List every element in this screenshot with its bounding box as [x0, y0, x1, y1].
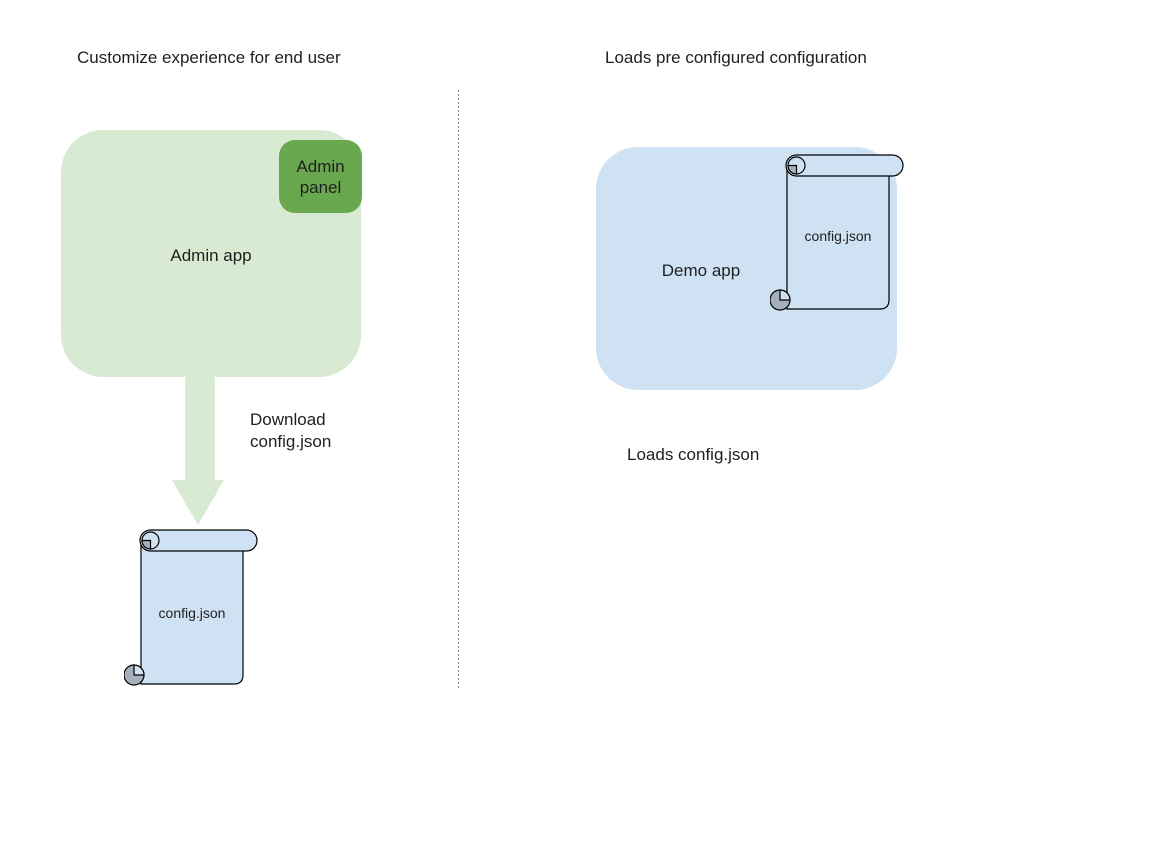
admin-panel-label: Admin panel	[296, 156, 345, 197]
config-file-scroll-icon-left	[124, 529, 258, 686]
admin-app-label: Admin app	[170, 246, 252, 265]
config-file-scroll-icon-right	[770, 154, 904, 311]
loads-config-caption: Loads config.json	[627, 445, 760, 464]
section-divider-dotted-line	[458, 90, 459, 688]
config-file-label-left: config.json	[158, 605, 226, 621]
config-file-label-right: config.json	[804, 228, 872, 244]
left-section-title: Customize experience for end user	[77, 48, 341, 67]
admin-app-box: Admin app Admin panel	[61, 130, 362, 377]
admin-panel-box: Admin panel	[279, 140, 362, 213]
demo-app-label: Demo app	[661, 261, 741, 280]
download-arrow-label: Download config.json	[250, 410, 332, 451]
right-section-title: Loads pre configured configuration	[605, 48, 867, 67]
download-arrow-icon	[172, 377, 224, 525]
